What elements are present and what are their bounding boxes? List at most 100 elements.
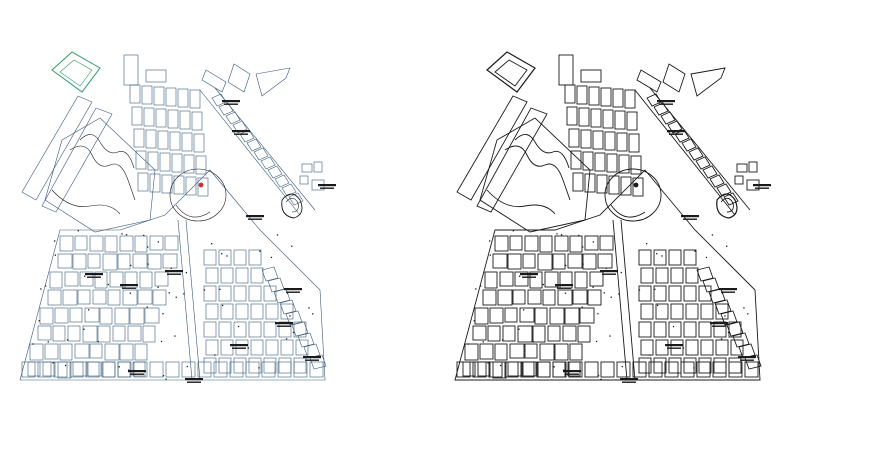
block-lower-left bbox=[572, 289, 588, 305]
block-lower-left bbox=[499, 271, 514, 287]
block-lower-left bbox=[142, 325, 156, 343]
parcel-green bbox=[51, 51, 101, 93]
block-lower-right bbox=[220, 303, 234, 320]
street-diagonal-1 bbox=[199, 89, 301, 216]
block bbox=[570, 150, 582, 170]
block-diagonal bbox=[281, 183, 297, 197]
annotation-dot bbox=[621, 365, 623, 368]
annotation-dot bbox=[560, 234, 563, 236]
block-lower-left bbox=[514, 271, 529, 287]
annotation-dot bbox=[618, 293, 620, 295]
block bbox=[153, 86, 165, 106]
block-lower-left bbox=[67, 325, 81, 342]
block-lower-right bbox=[218, 249, 232, 266]
block bbox=[167, 109, 179, 129]
label-mark-sub bbox=[130, 373, 144, 375]
block-lower-right bbox=[263, 357, 277, 374]
parcel-right-1 bbox=[736, 163, 748, 173]
block-lower-right bbox=[668, 321, 682, 338]
block-bottom-row bbox=[616, 361, 631, 378]
label-mark bbox=[710, 322, 728, 325]
building-top-5 bbox=[255, 67, 291, 97]
label-mark bbox=[555, 284, 573, 287]
block-lower-right bbox=[233, 357, 247, 374]
block-right-strip bbox=[708, 288, 726, 304]
block-lower-left bbox=[57, 361, 72, 379]
block bbox=[568, 128, 580, 148]
annotation-dot bbox=[672, 325, 675, 328]
annotation-dot bbox=[482, 341, 484, 343]
annotation-dot bbox=[107, 283, 109, 286]
block bbox=[614, 110, 626, 130]
annotation-dot bbox=[247, 347, 249, 349]
block-lower-left bbox=[537, 253, 553, 271]
annotation-dot bbox=[556, 233, 558, 235]
block-lower-left bbox=[77, 289, 91, 305]
label-mark-sub bbox=[167, 273, 181, 275]
block-lower-right bbox=[683, 321, 697, 338]
block-lower-right bbox=[638, 321, 652, 338]
block-bottom-row bbox=[197, 361, 212, 378]
block bbox=[618, 154, 630, 174]
block-lower-left bbox=[114, 307, 130, 325]
block-lower-left bbox=[582, 253, 597, 270]
annotation-dot bbox=[52, 362, 54, 364]
block-bottom-row bbox=[648, 361, 663, 378]
block-lower-right bbox=[250, 267, 264, 284]
block-lower-right bbox=[278, 357, 292, 374]
block-diagonal bbox=[288, 192, 304, 206]
annotation-dot bbox=[724, 315, 726, 317]
annotation-dot bbox=[211, 243, 213, 245]
annotation-dot bbox=[553, 366, 555, 368]
annotation-dot bbox=[487, 362, 489, 364]
label-mark bbox=[738, 356, 756, 359]
annotation-dot bbox=[565, 264, 567, 267]
block bbox=[632, 177, 644, 197]
block-lower-left bbox=[497, 289, 513, 306]
annotation-dot bbox=[489, 254, 491, 256]
block bbox=[131, 106, 143, 126]
block-lower-left bbox=[74, 235, 88, 251]
block-bottom-row bbox=[213, 361, 228, 378]
block bbox=[592, 130, 604, 150]
block-lower-right bbox=[683, 357, 697, 374]
annotation-dot bbox=[157, 241, 159, 243]
annotation-dot bbox=[582, 263, 584, 265]
annotation-dot bbox=[563, 369, 565, 371]
block bbox=[195, 155, 207, 175]
annotation-dot bbox=[747, 313, 749, 315]
block-bottom-row bbox=[520, 361, 535, 378]
annotation-dot bbox=[214, 354, 216, 356]
park-area bbox=[479, 117, 591, 233]
annotation-dot bbox=[162, 375, 165, 377]
block-lower-right bbox=[685, 303, 699, 320]
street-diagonal-2 bbox=[214, 87, 316, 211]
parcel-right-3 bbox=[299, 175, 309, 185]
block-lower-left bbox=[127, 325, 142, 342]
block-lower-right bbox=[205, 339, 219, 356]
block-lower-left bbox=[59, 235, 74, 252]
block-lower-left bbox=[544, 271, 559, 288]
label-mark-sub bbox=[622, 381, 636, 383]
block-lower-left bbox=[552, 253, 566, 270]
parcel-right-3 bbox=[734, 175, 744, 185]
block-lower-left bbox=[97, 325, 111, 343]
block-right-strip bbox=[285, 310, 303, 326]
block-lower-left bbox=[517, 325, 533, 343]
building-top-4 bbox=[227, 63, 251, 93]
block bbox=[582, 151, 594, 171]
block-bottom-row bbox=[293, 361, 308, 378]
block-diagonal bbox=[246, 138, 262, 152]
block-lower-right bbox=[280, 339, 294, 356]
river-line-1 bbox=[69, 145, 136, 201]
block-right-strip bbox=[714, 299, 732, 315]
annotation-dot bbox=[38, 320, 40, 322]
block-lower-left bbox=[489, 307, 504, 324]
building-top-1 bbox=[123, 54, 139, 86]
annotation-dot bbox=[77, 230, 79, 232]
block-lower-left bbox=[87, 253, 101, 269]
block bbox=[576, 85, 588, 105]
label-mark-sub bbox=[683, 218, 697, 220]
block-lower-left bbox=[129, 307, 145, 325]
block-lower-left bbox=[37, 325, 52, 341]
